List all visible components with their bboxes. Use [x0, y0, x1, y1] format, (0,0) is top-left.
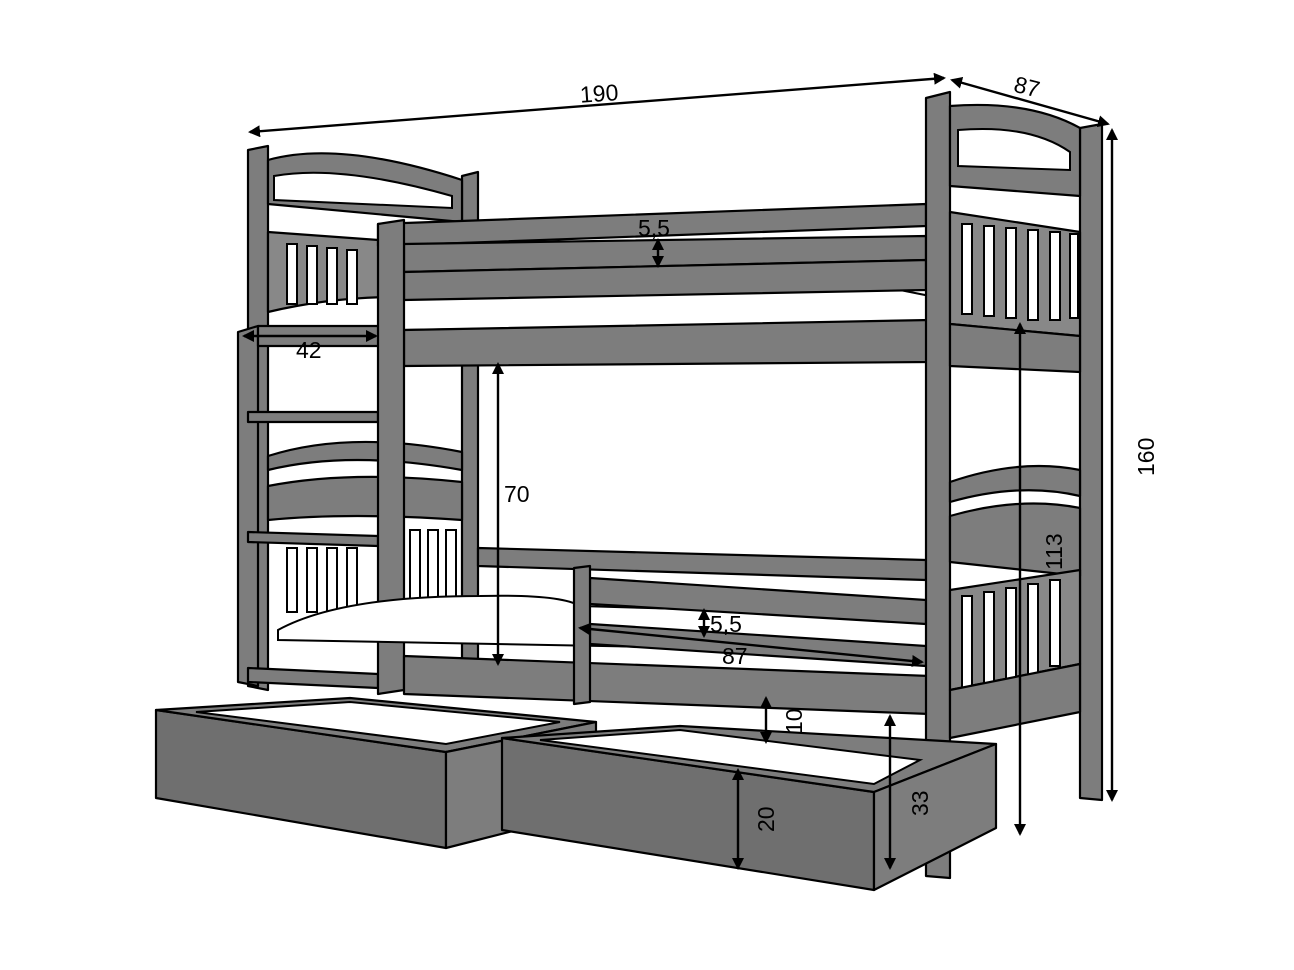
label-guard-rail-gap: 5,5 [638, 215, 670, 241]
label-ladder-width: 42 [296, 337, 322, 363]
dimension-labels: 190 87 160 5,5 42 70 5,5 87 10 20 33 113 [296, 71, 1159, 832]
dim-depth-line [950, 76, 1110, 128]
dimension-lines [242, 72, 1118, 870]
label-drawer-height: 20 [753, 806, 779, 832]
label-height: 160 [1133, 438, 1159, 476]
label-depth: 87 [1011, 71, 1042, 102]
label-top-clearance: 70 [504, 481, 530, 507]
label-floor-clearance: 10 [781, 708, 807, 734]
label-drawer-total-height: 33 [907, 790, 933, 816]
dim-mattress-line [578, 623, 924, 667]
label-lower-rail-gap: 5,5 [710, 611, 742, 637]
upper-bunk [376, 202, 932, 696]
label-length: 190 [579, 79, 619, 108]
dim-length-line [248, 72, 946, 138]
drawer-right[interactable] [500, 724, 998, 892]
label-top-bunk-height: 113 [1041, 533, 1067, 570]
label-mattress-width: 87 [722, 643, 748, 669]
